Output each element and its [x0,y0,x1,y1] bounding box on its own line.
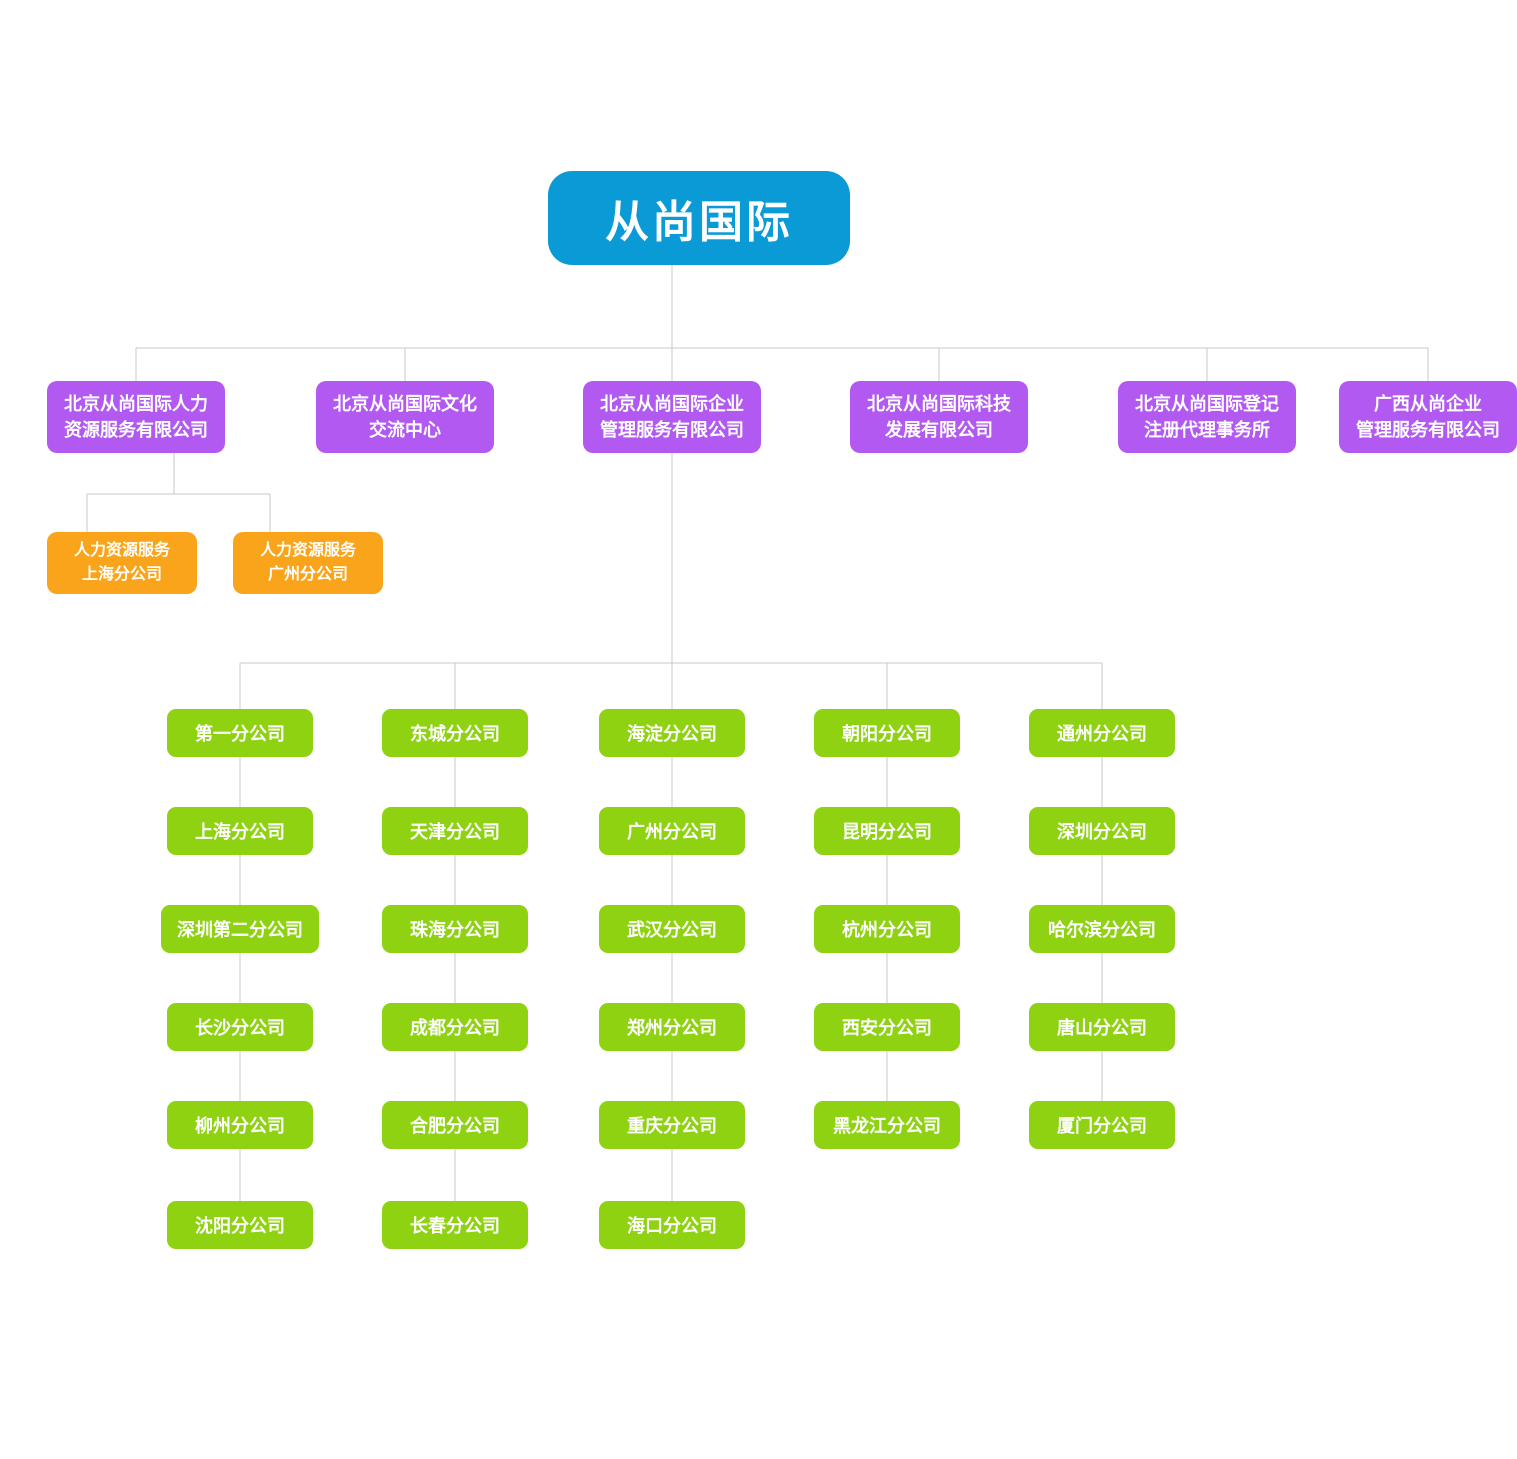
org-node-branch: 广州分公司 [599,807,745,855]
org-node-branch: 深圳分公司 [1029,807,1175,855]
org-node-branch: 天津分公司 [382,807,528,855]
org-node-hr-shanghai: 人力资源服务 上海分公司 [47,532,197,594]
org-node-enterprise-mgmt: 北京从尚国际企业 管理服务有限公司 [583,381,761,453]
org-node-branch: 昆明分公司 [814,807,960,855]
org-node-branch: 深圳第二分公司 [161,905,319,953]
org-node-branch: 郑州分公司 [599,1003,745,1051]
org-node-branch: 长春分公司 [382,1201,528,1249]
org-node-branch: 朝阳分公司 [814,709,960,757]
org-node-branch: 重庆分公司 [599,1101,745,1149]
org-node-branch: 上海分公司 [167,807,313,855]
org-node-branch: 第一分公司 [167,709,313,757]
org-node-branch: 唐山分公司 [1029,1003,1175,1051]
org-node-branch: 通州分公司 [1029,709,1175,757]
org-node-branch: 杭州分公司 [814,905,960,953]
org-node-branch: 海口分公司 [599,1201,745,1249]
org-node-guangxi-mgmt: 广西从尚企业 管理服务有限公司 [1339,381,1517,453]
org-node-branch: 长沙分公司 [167,1003,313,1051]
org-node-branch: 成都分公司 [382,1003,528,1051]
org-node-branch: 武汉分公司 [599,905,745,953]
org-node-branch: 厦门分公司 [1029,1101,1175,1149]
org-node-hr-guangzhou: 人力资源服务 广州分公司 [233,532,383,594]
org-node-branch: 合肥分公司 [382,1101,528,1149]
org-node-culture-center: 北京从尚国际文化 交流中心 [316,381,494,453]
org-node-tech-dev: 北京从尚国际科技 发展有限公司 [850,381,1028,453]
org-node-branch: 西安分公司 [814,1003,960,1051]
org-node-hr-company: 北京从尚国际人力 资源服务有限公司 [47,381,225,453]
org-node-branch: 珠海分公司 [382,905,528,953]
org-node-branch: 哈尔滨分公司 [1029,905,1175,953]
org-node-registration-agency: 北京从尚国际登记 注册代理事务所 [1118,381,1296,453]
org-node-branch: 沈阳分公司 [167,1201,313,1249]
org-node-branch: 东城分公司 [382,709,528,757]
org-node-branch: 海淀分公司 [599,709,745,757]
org-node-root: 从尚国际 [548,171,850,265]
org-node-branch: 黑龙江分公司 [814,1101,960,1149]
org-node-branch: 柳州分公司 [167,1101,313,1149]
